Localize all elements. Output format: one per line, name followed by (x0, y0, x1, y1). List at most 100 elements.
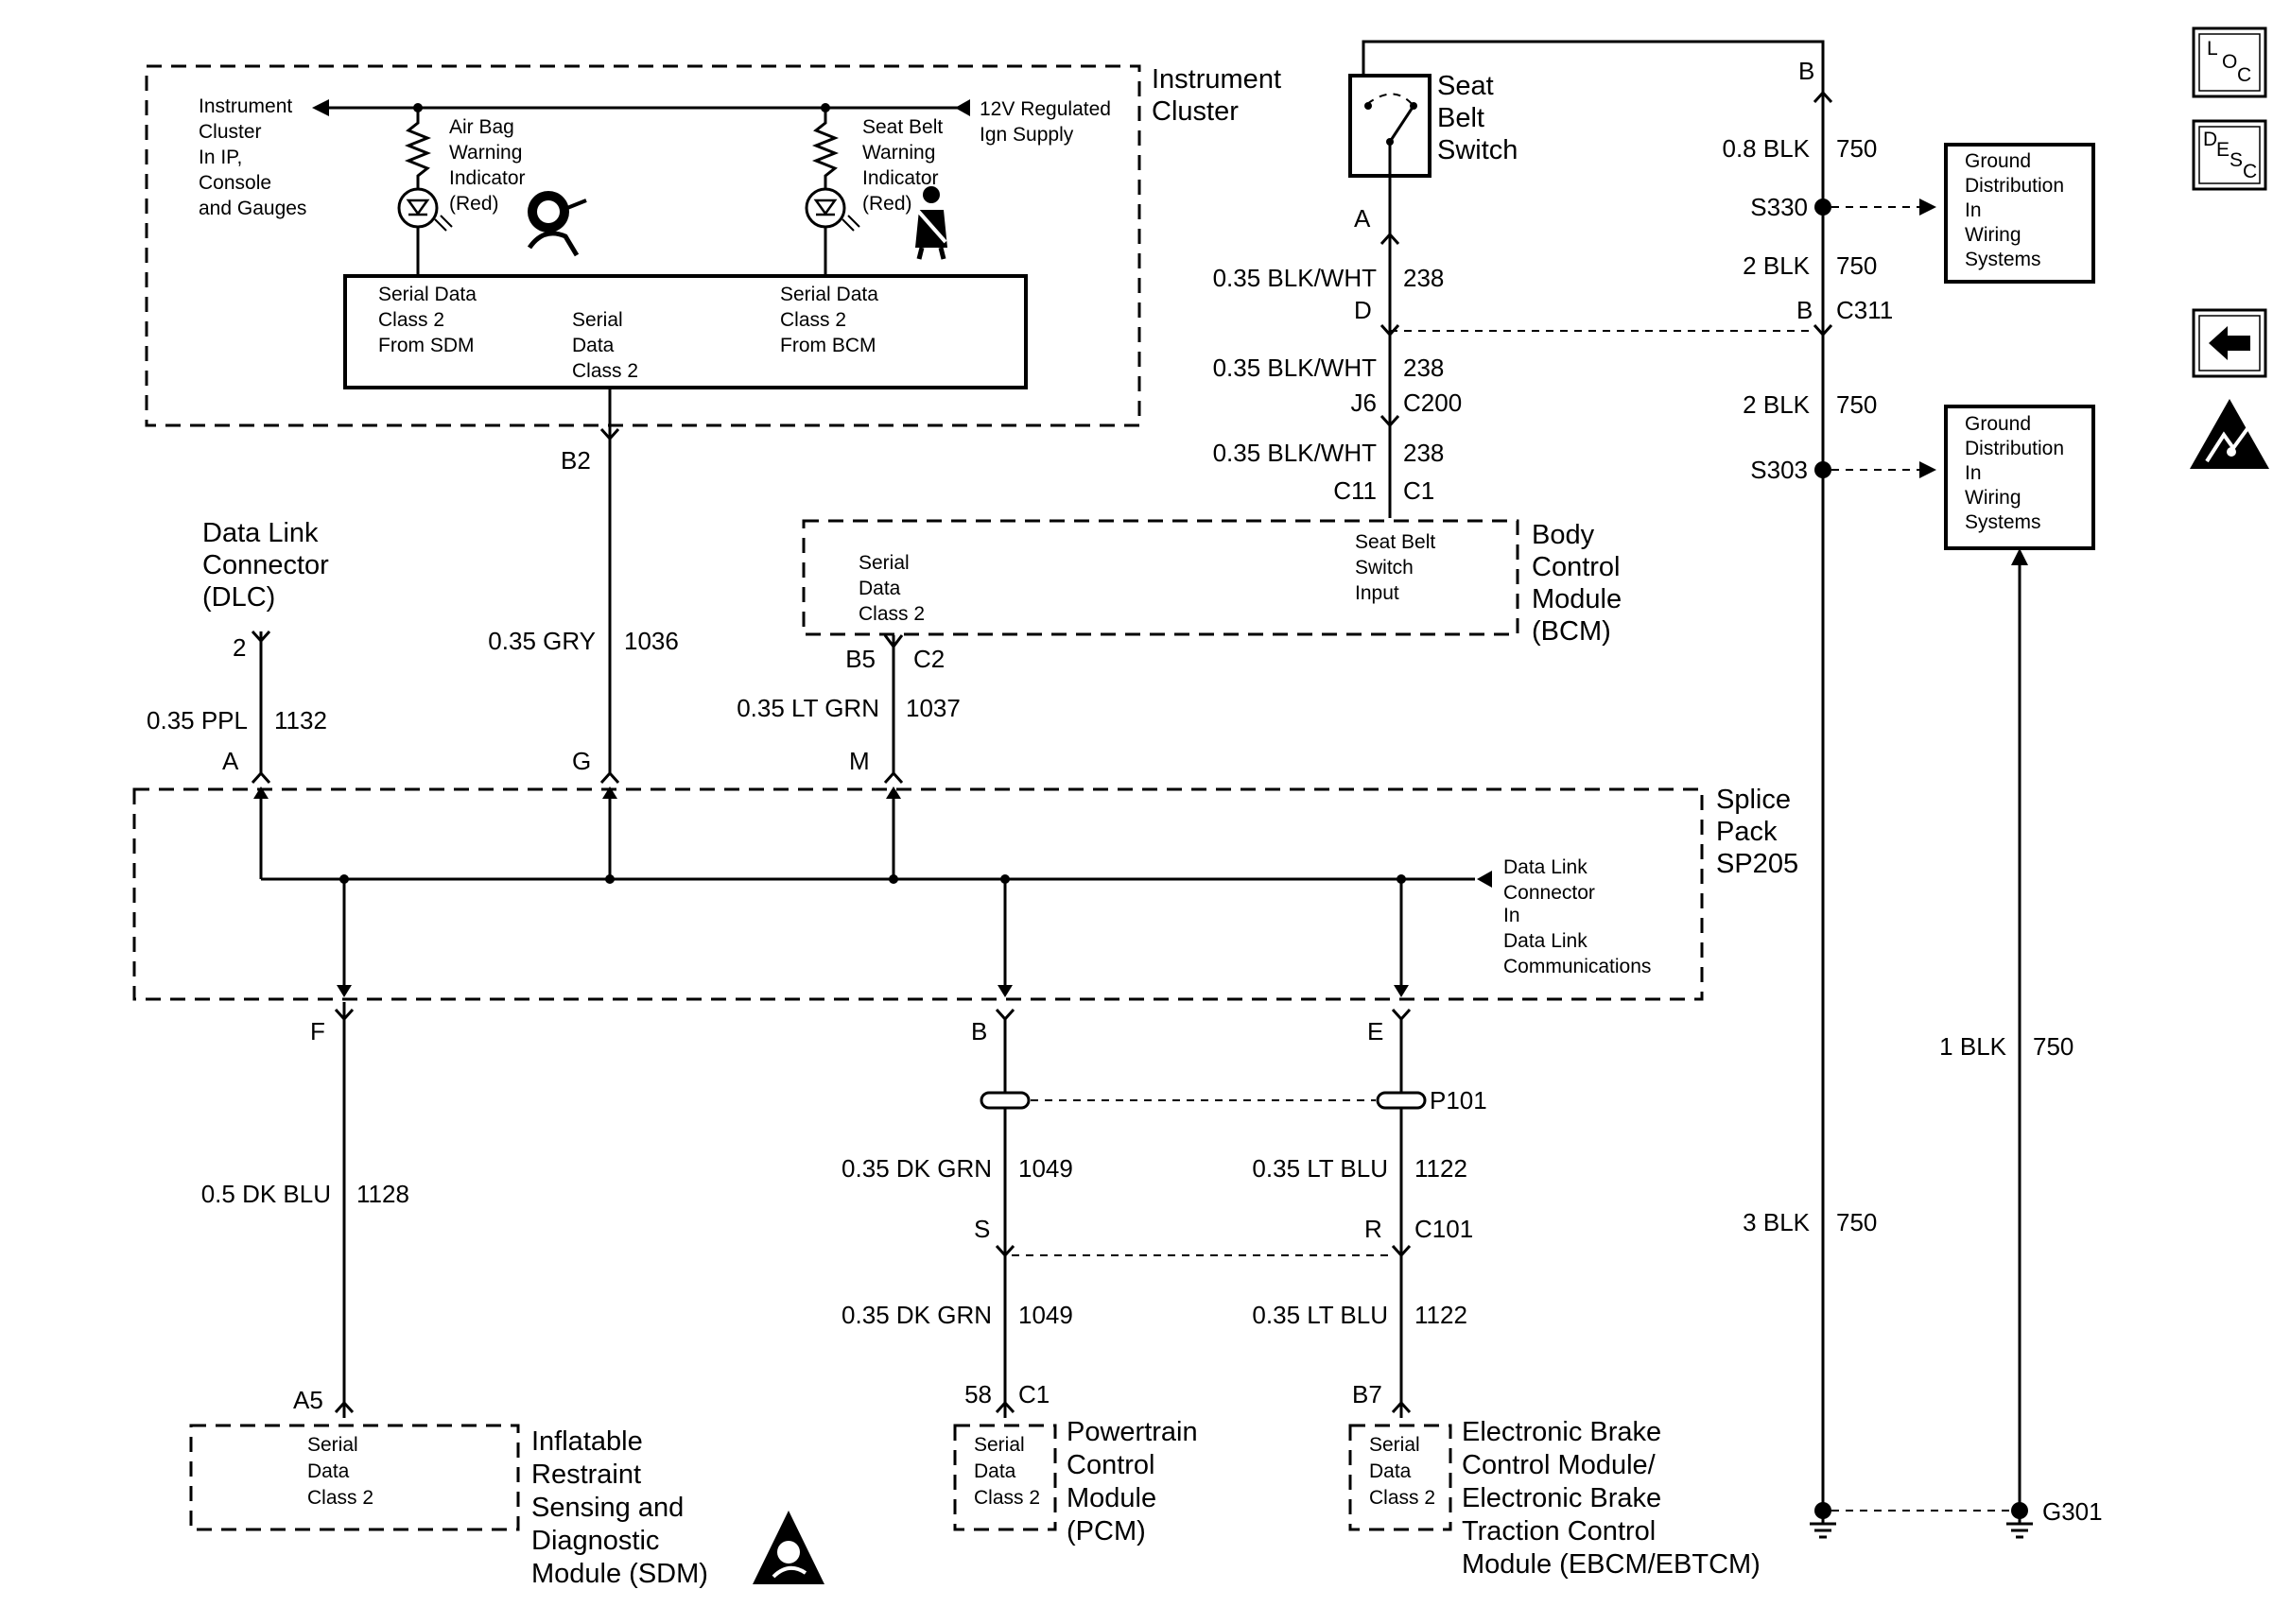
pcm-branch: 0.35 DK GRN 1049 S 0.35 DK GRN 1049 58 C… (842, 1019, 1394, 1546)
instrument-cluster: Instrument Cluster Instrument Cluster In… (145, 64, 1289, 427)
module-sdm-label: Serial Data Class 2 From SDM (378, 284, 482, 356)
pin-s: S (974, 1215, 990, 1243)
wire-1036-gauge: 0.35 GRY (488, 627, 596, 655)
description-button[interactable]: D E S C (2192, 119, 2267, 191)
seat-belt-switch-title: Seat Belt Switch (1437, 71, 1518, 165)
wire-1037-gauge: 0.35 LT GRN (737, 694, 879, 722)
splice-pack-note: Data Link Connector In Data Link Communi… (1503, 856, 1651, 977)
pin-b-c311: B (1796, 296, 1813, 324)
inline-connector-icon (1376, 1091, 1427, 1110)
wire-750-1-gauge: 1 BLK (1939, 1032, 2006, 1061)
instrument-cluster-title: Instrument Cluster (1152, 64, 1289, 127)
wire-750-2b-circuit: 750 (1836, 390, 1877, 419)
wire-238-b-gauge: 0.35 BLK/WHT (1213, 354, 1378, 382)
inline-connector-icon (980, 1091, 1031, 1110)
module-bcm-label: Serial Data Class 2 From BCM (780, 284, 884, 356)
switch-pin-d: D (1354, 296, 1372, 324)
wire-1036: B2 0.35 GRY 1036 (488, 388, 679, 775)
sp-pin-b: B (971, 1017, 987, 1045)
wire-1049-a-gauge: 0.35 DK GRN (842, 1154, 992, 1183)
airbag-warning-triangle-icon (753, 1511, 824, 1584)
wire-238-c-gauge: 0.35 BLK/WHT (1213, 439, 1378, 467)
wire-1132-gauge: 0.35 PPL (147, 706, 248, 734)
pcm-box-label: Serial Data Class 2 (974, 1434, 1040, 1509)
location-button[interactable]: L O C (2192, 26, 2267, 98)
conn-c311: C311 (1836, 296, 1893, 324)
pin-r: R (1364, 1215, 1382, 1243)
pcm-pin-58: 58 (964, 1380, 992, 1408)
wire-750-1-circuit: 750 (2033, 1032, 2073, 1061)
wire-238-a-gauge: 0.35 BLK/WHT (1213, 264, 1378, 292)
pcm-conn-c1: C1 (1018, 1380, 1050, 1408)
wire-750-2b-gauge: 2 BLK (1743, 390, 1810, 419)
sp-pin-e: E (1367, 1017, 1383, 1045)
conn-c2: C2 (913, 645, 945, 673)
wire-1122-b-gauge: 0.35 LT BLU (1252, 1301, 1388, 1329)
wire-1122-a-gauge: 0.35 LT BLU (1252, 1154, 1388, 1183)
wire-1128-gauge: 0.5 DK BLU (201, 1180, 331, 1208)
wire-1037-circuit: 1037 (906, 694, 961, 722)
airbag-symbol-icon (527, 191, 587, 257)
cluster-note: Instrument Cluster In IP, Console and Ga… (199, 95, 306, 219)
dlc-title: Data Link Connector (DLC) (202, 518, 337, 613)
wire-238-b-circuit: 238 (1403, 354, 1444, 382)
sp-pin-a: A (222, 747, 239, 775)
svg-text:C: C (2237, 64, 2251, 86)
module-serial-label: Serial Data Class 2 (572, 309, 638, 382)
seatbelt-lamp-icon (805, 187, 860, 232)
gd-box-2: Ground Distribution In Wiring Systems (1965, 413, 2070, 533)
bcm-serial-label: Serial Data Class 2 (859, 552, 925, 625)
wire-1128-circuit: 1128 (356, 1180, 409, 1208)
sdm-box-label: Serial Data Class 2 (307, 1434, 373, 1509)
wire-1132-circuit: 1132 (274, 706, 327, 734)
ground-g301: G301 (2042, 1497, 2103, 1526)
pin-b5: B5 (845, 645, 876, 673)
bcm-seatbelt-input-label: Seat Belt Switch Input (1355, 531, 1441, 604)
wire-750-08-circuit: 750 (1836, 134, 1877, 163)
splice-s330: S330 (1750, 193, 1808, 221)
wire-238-a-circuit: 238 (1403, 264, 1444, 292)
splice-pack-title: Splice Pack SP205 (1716, 785, 1798, 879)
ebcm-title: Electronic Brake Control Module/ Electro… (1462, 1417, 1761, 1580)
conn-c101: C101 (1414, 1215, 1473, 1243)
splice-s303: S303 (1750, 456, 1808, 484)
sp-pin-g: G (572, 747, 591, 775)
sp-pin-m: M (849, 747, 870, 775)
data-link-connector: Data Link Connector (DLC) 2 0.35 PPL 113… (147, 518, 337, 775)
dlc-pin: 2 (233, 633, 246, 662)
seat-belt-switch: Seat Belt Switch A 0.35 BLK/WHT 238 D 0.… (1213, 40, 1825, 518)
wire-1122-a-circuit: 1122 (1414, 1154, 1467, 1183)
back-arrow-button[interactable] (2192, 308, 2267, 378)
ground-path: B 0.8 BLK 750 S330 Ground Distribution I… (1722, 57, 2103, 1539)
airbag-lamp-icon (397, 187, 453, 232)
esd-warning-icon (2190, 399, 2269, 469)
wire-750-08-gauge: 0.8 BLK (1722, 134, 1810, 163)
wire-750-3-gauge: 3 BLK (1743, 1208, 1810, 1236)
pin-b2: B2 (561, 446, 591, 475)
wire-750-2a-circuit: 750 (1836, 251, 1877, 280)
airbag-indicator-label: Air Bag Warning Indicator (Red) (449, 116, 530, 215)
sdm-title: Inflatable Restraint Sensing and Diagnos… (531, 1426, 708, 1589)
switch-pin-a: A (1354, 204, 1371, 233)
gd-box-1: Ground Distribution In Wiring Systems (1965, 150, 2070, 270)
seatbelt-symbol-icon (915, 186, 947, 260)
conn-c200: C200 (1403, 389, 1462, 417)
splice-pack: Splice Pack SP205 Data Link Connector In… (132, 747, 1798, 1045)
svg-text:O: O (2222, 51, 2237, 73)
switch-pin-b: B (1798, 57, 1814, 85)
svg-text:L: L (2207, 38, 2218, 60)
supply-label: 12V Regulated Ign Supply (980, 98, 1117, 146)
wire-1049-a-circuit: 1049 (1018, 1154, 1073, 1183)
conn-c1: C1 (1403, 476, 1434, 505)
sp-pin-f: F (310, 1017, 325, 1045)
wire-1049-b-gauge: 0.35 DK GRN (842, 1301, 992, 1329)
output-arrow-icon (312, 99, 329, 116)
wire-750-3-circuit: 750 (1836, 1208, 1877, 1236)
ebcm-branch: P101 0.35 LT BLU 1122 R C101 0.35 LT BLU… (1252, 1019, 1761, 1580)
wire-1036-circuit: 1036 (624, 627, 679, 655)
conn-p101: P101 (1430, 1086, 1487, 1114)
back-arrow-icon (2209, 326, 2250, 360)
wire-238-c-circuit: 238 (1403, 439, 1444, 467)
bcm-title: Body Control Module (BCM) (1532, 520, 1629, 647)
svg-text:E: E (2216, 139, 2230, 161)
